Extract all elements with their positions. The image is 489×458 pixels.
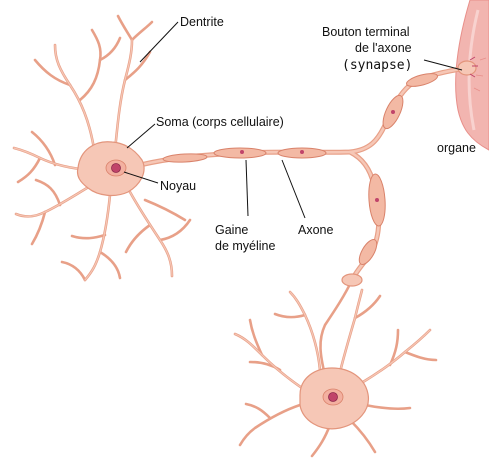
label-axone: Axone <box>298 223 333 237</box>
label-soma: Soma (corps cellulaire) <box>156 115 284 129</box>
leader-axone <box>282 160 305 218</box>
leader-gaine <box>246 160 248 216</box>
label-bouton-line3: (synapse) <box>342 58 412 73</box>
label-organe: organe <box>437 141 476 155</box>
label-bouton-line2: de l'axone <box>355 41 412 55</box>
leader-soma <box>127 124 155 148</box>
lower-neuron <box>235 280 436 456</box>
label-gaine-line2: de myéline <box>215 239 275 253</box>
label-bouton-line1: Bouton terminal <box>322 25 410 39</box>
lower-nucleus <box>329 393 338 402</box>
label-gaine-line1: Gaine <box>215 223 248 237</box>
upper-nucleus <box>112 164 121 173</box>
label-noyau: Noyau <box>160 179 196 193</box>
axon <box>140 68 465 280</box>
labels: Dentrite Soma (corps cellulaire) Noyau G… <box>156 15 476 253</box>
myelin-sheath <box>163 71 439 267</box>
lower-terminal <box>342 274 362 286</box>
label-dendrite: Dentrite <box>180 15 224 29</box>
upper-soma <box>77 142 144 196</box>
